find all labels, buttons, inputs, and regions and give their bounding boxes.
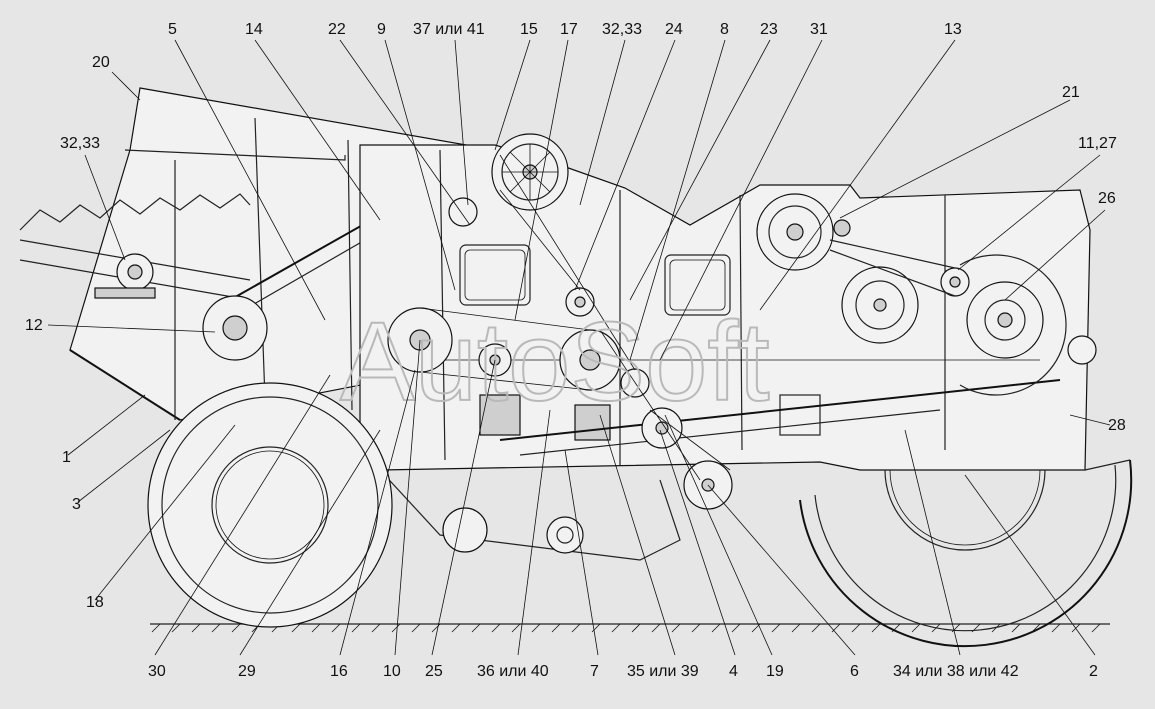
callout-5: 5 xyxy=(168,21,177,38)
callout-2: 2 xyxy=(1089,663,1098,680)
callout-31: 31 xyxy=(810,21,828,38)
watermark: AutoSoft xyxy=(340,299,770,424)
callout-18: 18 xyxy=(86,594,104,611)
callout-37-or-41: 37 или 41 xyxy=(413,21,485,38)
callout-10: 10 xyxy=(383,663,401,680)
callout-3: 3 xyxy=(72,496,81,513)
callout-15: 15 xyxy=(520,21,538,38)
callout-32-33-left: 32,33 xyxy=(60,135,100,152)
callout-36-or-40: 36 или 40 xyxy=(477,663,549,680)
callout-30: 30 xyxy=(148,663,166,680)
callout-8: 8 xyxy=(720,21,729,38)
callout-19: 19 xyxy=(766,663,784,680)
pulleys xyxy=(387,133,1097,554)
callout-28: 28 xyxy=(1108,417,1126,434)
callout-24: 24 xyxy=(665,21,683,38)
callout-20: 20 xyxy=(92,54,110,71)
callout-14: 14 xyxy=(245,21,263,38)
callout-29: 29 xyxy=(238,663,256,680)
rear-wheel xyxy=(799,459,1133,648)
callout-26: 26 xyxy=(1098,190,1116,207)
callout-9: 9 xyxy=(377,21,386,38)
callout-13: 13 xyxy=(944,21,962,38)
callout-34-or-38-or-42: 34 или 38 или 42 xyxy=(893,663,1019,680)
leader-lines xyxy=(47,39,1111,656)
callout-35-or-39: 35 или 39 xyxy=(627,663,699,680)
machine-body xyxy=(359,144,1091,561)
callout-17: 17 xyxy=(560,21,578,38)
front-wheel xyxy=(147,382,393,628)
callout-22: 22 xyxy=(328,21,346,38)
callout-23: 23 xyxy=(760,21,778,38)
callout-1: 1 xyxy=(62,449,71,466)
callout-6: 6 xyxy=(850,663,859,680)
callout-25: 25 xyxy=(425,663,443,680)
callout-21: 21 xyxy=(1062,84,1080,101)
callout-12: 12 xyxy=(25,317,43,334)
callout-7: 7 xyxy=(590,663,599,680)
callout-labels: 5 14 22 9 37 или 41 15 17 32,33 24 8 23 … xyxy=(25,21,1126,680)
callout-32-33-top: 32,33 xyxy=(602,21,642,38)
callout-11-27: 11,27 xyxy=(1078,135,1117,152)
callout-16: 16 xyxy=(330,663,348,680)
callout-4: 4 xyxy=(729,663,738,680)
